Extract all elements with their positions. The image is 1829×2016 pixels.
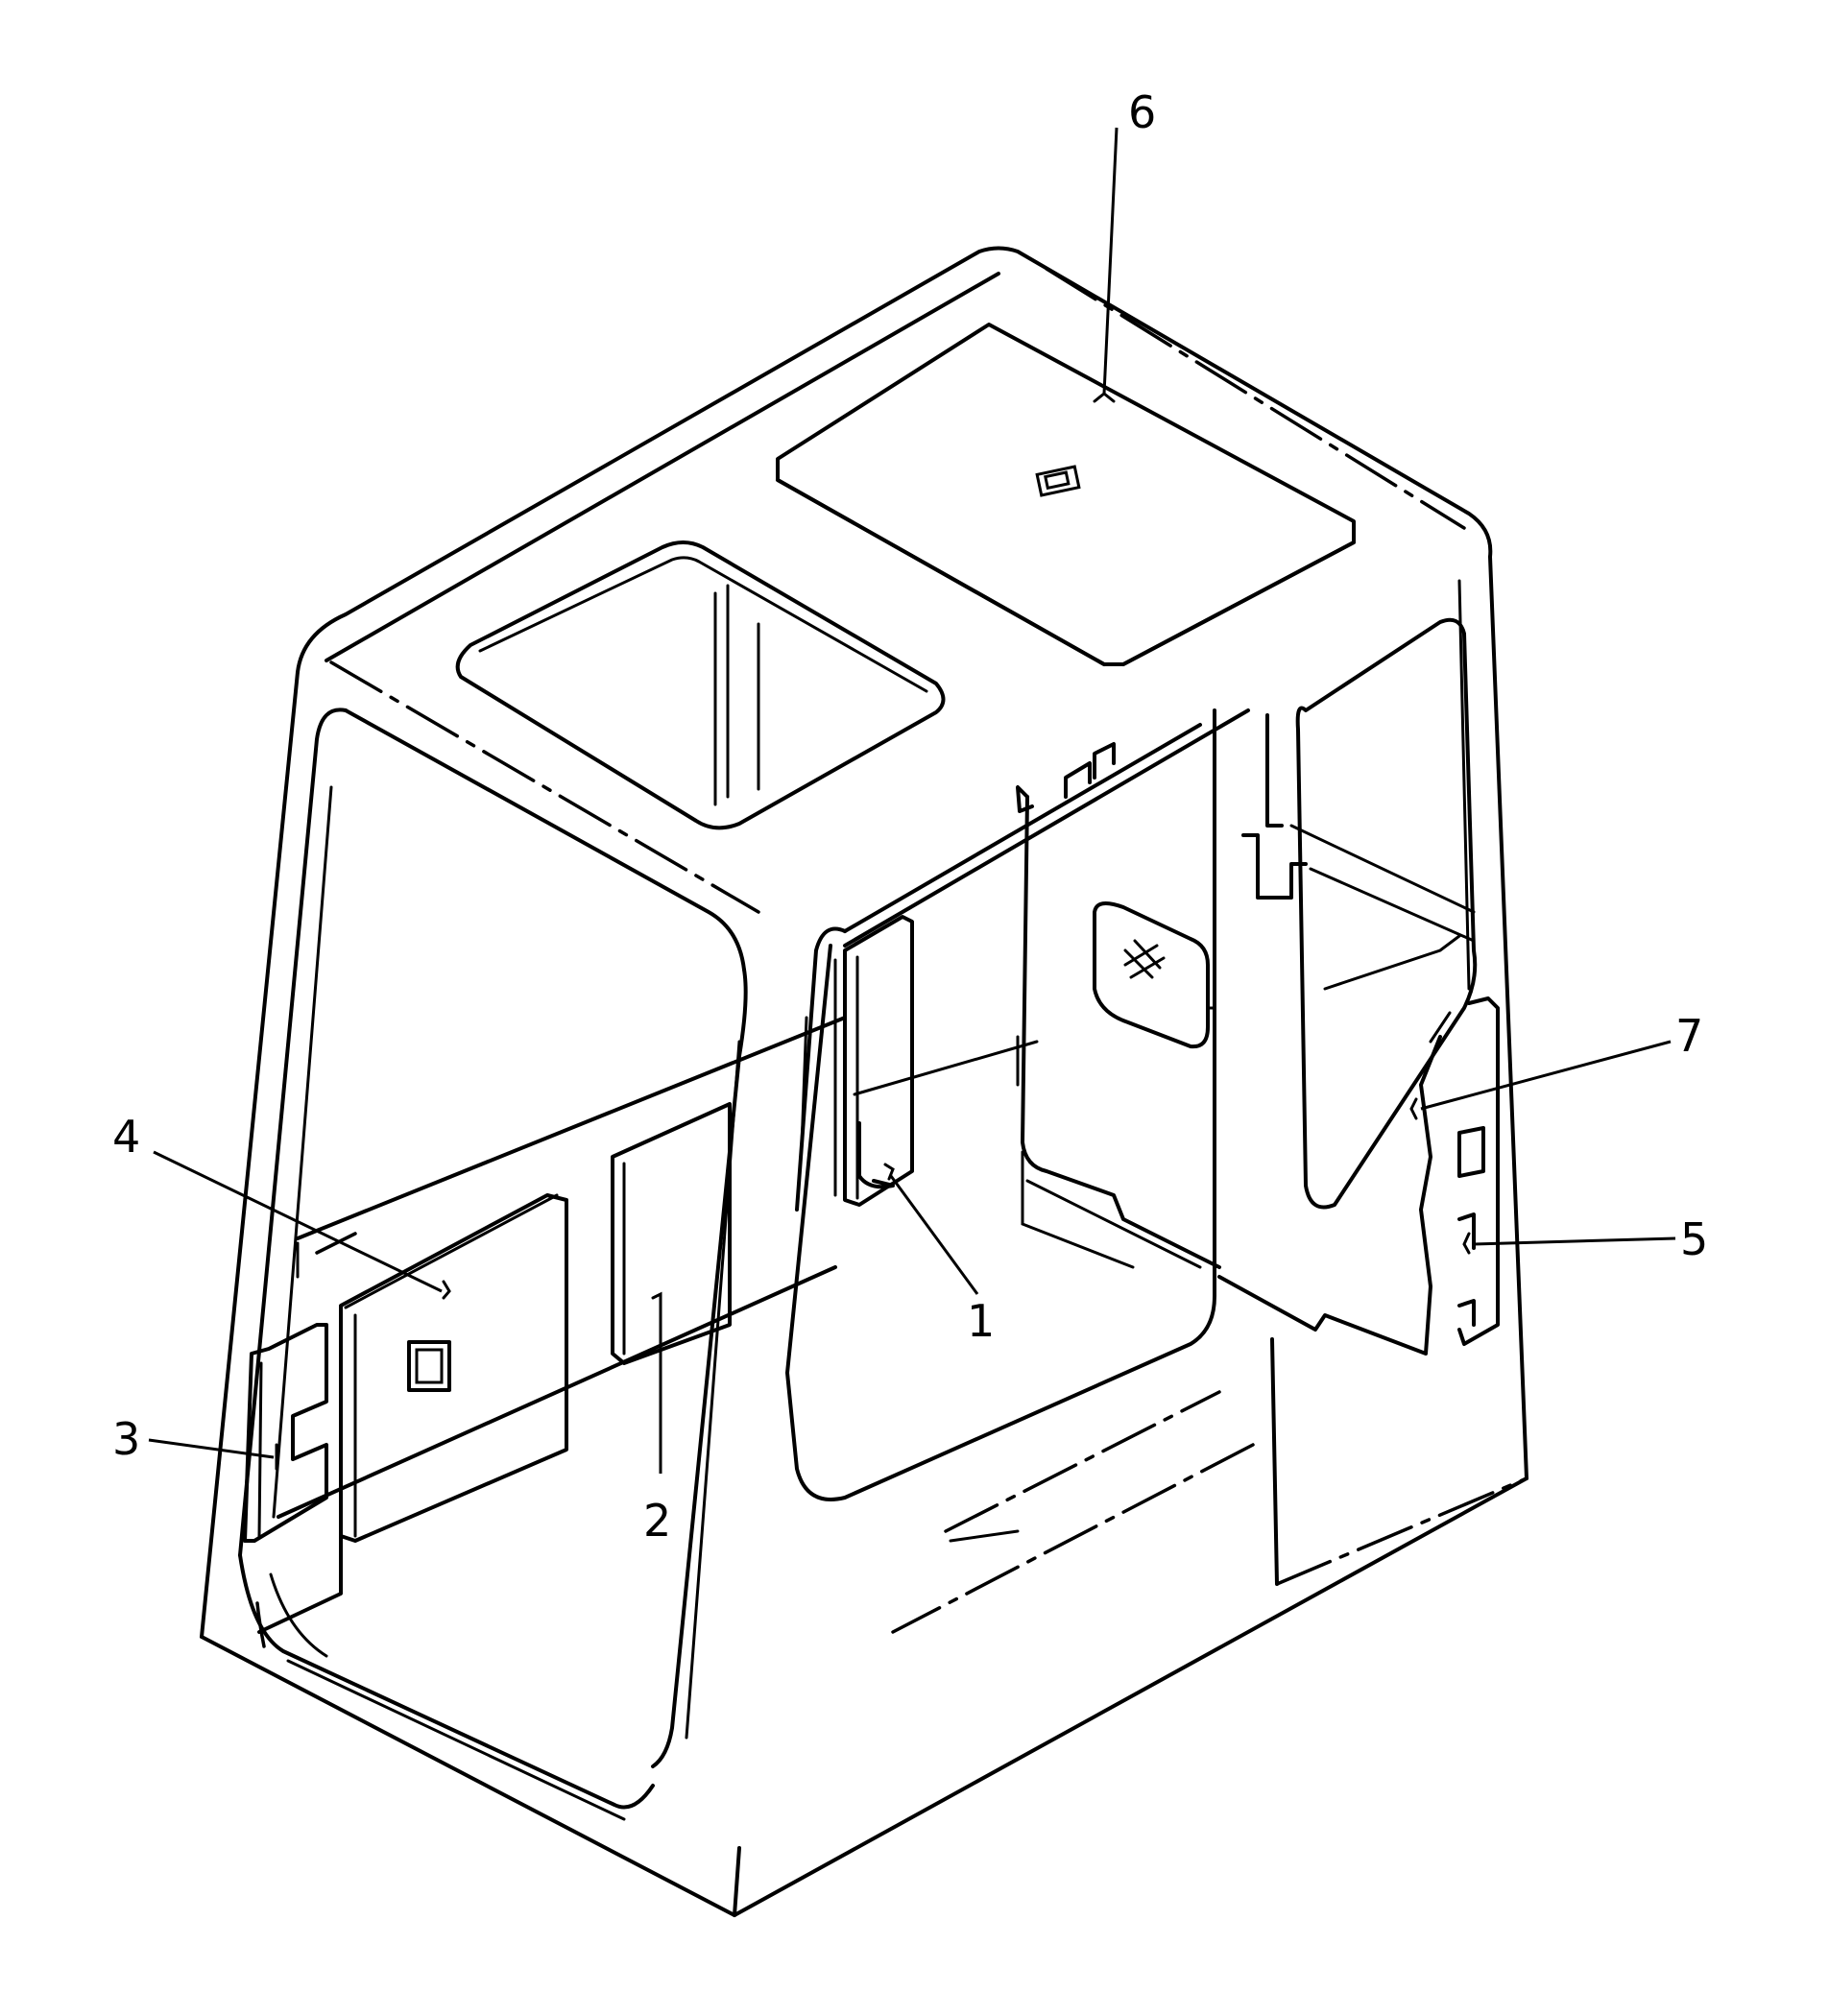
bracket-part-5 [1457,996,1500,1346]
panel-part-2 [611,1102,732,1365]
panel-part-4 [339,1193,568,1543]
callout-3: 3 [112,1413,278,1471]
callout-label-6: 6 [1128,86,1156,138]
interior-beam [257,1016,847,1634]
cab-right-frame [733,555,1528,1917]
callout-2: 2 [643,1291,671,1547]
roof-hatch [776,323,1356,666]
roof-window [455,540,946,830]
plate-part-1 [833,915,914,1207]
rear-vent-window [1093,901,1216,1049]
callout-label-3: 3 [112,1413,140,1465]
cab-rear-wall [853,742,1221,1269]
callout-1: 1 [883,1163,995,1347]
callout-label-4: 4 [112,1111,140,1163]
cab-roof [296,246,1493,914]
cab-front-frame [200,670,748,1917]
cab-center-pillar [785,708,1250,1501]
callout-5: 5 [1462,1213,1708,1265]
callout-6: 6 [1093,86,1156,403]
callout-4: 4 [112,1111,451,1300]
callout-label-1: 1 [967,1295,995,1347]
callout-label-2: 2 [643,1495,671,1547]
callout-label-5: 5 [1680,1213,1708,1265]
callout-7: 7 [1409,1010,1703,1120]
callout-label-7: 7 [1675,1010,1703,1062]
cab-lower-body [315,1232,1528,1917]
bracket-part-3 [243,1323,328,1543]
